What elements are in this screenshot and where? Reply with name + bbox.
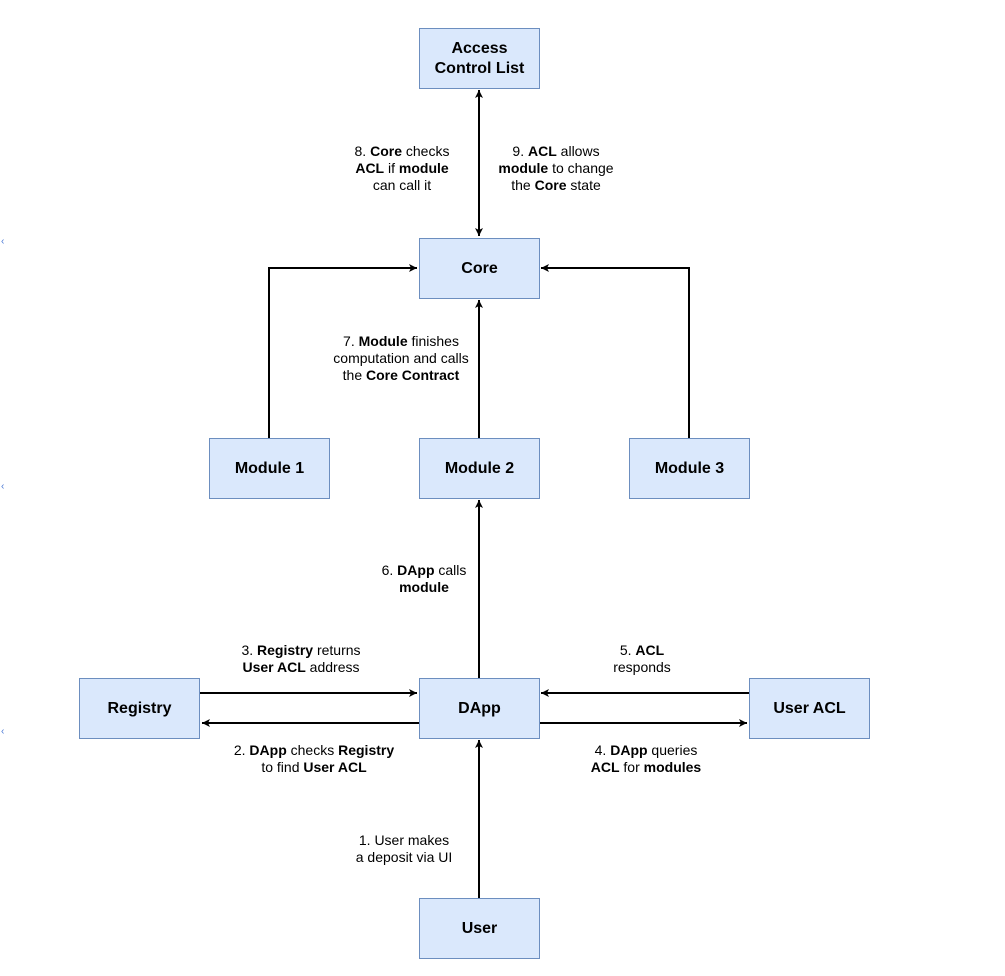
node-module-3[interactable]: Module 3 <box>629 438 750 499</box>
edge-tick: ‹ <box>1 236 5 247</box>
node-access-control-list[interactable]: Access Control List <box>419 28 540 89</box>
label-step-9: 9. ACL allows module to change the Core … <box>498 143 614 193</box>
node-label: DApp <box>458 699 501 717</box>
label-step-3: 3. Registry returns User ACL address <box>241 642 361 675</box>
label-step-6: 6. DApp calls module <box>381 562 467 595</box>
node-label: User <box>461 919 498 937</box>
node-user[interactable]: User <box>419 898 540 959</box>
node-module-2[interactable]: Module 2 <box>419 438 540 499</box>
node-user-acl[interactable]: User ACL <box>749 678 870 739</box>
edge-module3-core <box>541 264 690 438</box>
node-label: Core <box>461 259 498 277</box>
node-label: Registry <box>107 699 172 717</box>
node-module-1[interactable]: Module 1 <box>209 438 330 499</box>
node-label: Module 3 <box>654 459 725 477</box>
edge-tick: ‹ <box>1 481 5 492</box>
label-step-2: 2. DApp checks Registry to find User ACL <box>233 742 395 775</box>
edge-module1-core <box>268 264 417 438</box>
node-label: Module 1 <box>234 459 305 477</box>
edge-tick: ‹ <box>1 726 5 737</box>
node-label: Access Control List <box>434 39 525 77</box>
node-core[interactable]: Core <box>419 238 540 299</box>
node-registry[interactable]: Registry <box>79 678 200 739</box>
label-step-1: 1. User makes a deposit via UI <box>355 832 453 865</box>
label-step-8: 8. Core checks ACL if module can call it <box>354 143 450 193</box>
label-step-7: 7. Module finishes computation and calls… <box>333 333 469 383</box>
node-label: User ACL <box>773 699 846 717</box>
label-step-4: 4. DApp queries ACL for modules <box>590 742 702 775</box>
label-step-5: 5. ACL responds <box>613 642 671 675</box>
node-dapp[interactable]: DApp <box>419 678 540 739</box>
node-label: Module 2 <box>444 459 515 477</box>
